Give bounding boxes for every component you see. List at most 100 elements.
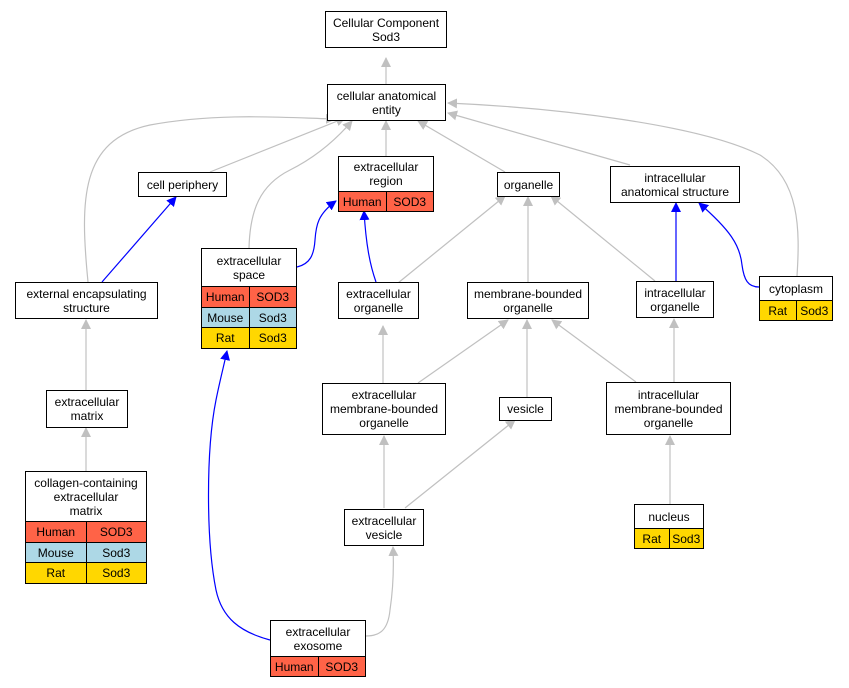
gene-cell: Sod3 — [795, 301, 833, 320]
gene-cell: SOD3 — [85, 522, 147, 542]
node-label: membrane-bounded — [329, 402, 439, 416]
node-cell-periphery[interactable]: cell periphery — [138, 172, 227, 197]
node-label: organelle — [503, 177, 554, 192]
gene-cell: Sod3 — [85, 563, 147, 583]
gene-cell: SOD3 — [248, 287, 297, 307]
node-label: matrix — [69, 503, 103, 518]
node-cytoplasm[interactable]: cytoplasm Rat Sod3 — [759, 276, 833, 321]
species-cell: Human — [342, 194, 382, 209]
species-row-rat: Rat Sod3 — [202, 327, 296, 348]
edge-cyto-cae — [447, 98, 799, 277]
node-label: region — [369, 174, 403, 188]
node-label: matrix — [70, 409, 104, 423]
species-cell: Human — [205, 290, 245, 304]
node-label: membrane-bounded — [614, 401, 723, 416]
node-label: extracellular — [285, 624, 351, 639]
edge-exspace-exreg — [296, 200, 337, 268]
node-label: organelle — [643, 415, 694, 430]
gene-cell: Sod3 — [248, 308, 297, 327]
node-label: organelle — [650, 299, 700, 314]
node-label: collagen-containing — [34, 475, 138, 490]
node-label: membrane-bounded — [473, 286, 583, 301]
node-label: vesicle — [507, 402, 544, 416]
edge-organelle-cae — [417, 120, 506, 173]
node-nucleus[interactable]: nucleus Rat Sod3 — [634, 504, 704, 549]
node-organelle[interactable]: organelle — [497, 172, 560, 197]
node-label: space — [232, 267, 265, 282]
gene-cell: SOD3 — [317, 657, 366, 676]
edge-exves-vesicle — [404, 419, 516, 509]
node-label: Cellular Component — [332, 15, 440, 30]
node-label: organelle — [359, 416, 409, 430]
species-cell: Rat — [46, 566, 66, 580]
node-vesicle[interactable]: vesicle — [499, 397, 552, 421]
node-label: structure — [63, 300, 110, 315]
node-label: vesicle — [365, 527, 403, 542]
node-label: anatomical structure — [620, 184, 730, 199]
edge-exorg-exreg — [359, 210, 377, 283]
node-label: extracellular — [351, 388, 417, 402]
node-label: Sod3 — [371, 29, 401, 44]
species-cell: Rat — [642, 531, 662, 546]
species-cell: Mouse — [207, 310, 244, 325]
gene-cell: Sod3 — [85, 543, 147, 562]
node-label: extracellular — [346, 286, 411, 301]
edge-extenc-cae — [83, 113, 336, 283]
node-label: extracellular — [351, 513, 417, 528]
species-row-rat: Rat Sod3 — [635, 528, 703, 548]
node-label: entity — [372, 102, 401, 117]
node-label: cytoplasm — [768, 281, 824, 296]
species-cell: Rat — [215, 331, 235, 345]
species-cell: Rat — [768, 303, 788, 318]
edge-exspace-cae — [248, 120, 353, 249]
species-cell: Mouse — [37, 545, 74, 560]
node-label: organelle — [503, 300, 553, 315]
edge-exosome-exspace — [207, 350, 271, 641]
node-label: cellular anatomical — [336, 88, 437, 103]
species-row-mouse: Mouse Sod3 — [26, 542, 146, 562]
edge-intracell-cae — [447, 110, 631, 166]
edge-exorg-organelle — [397, 195, 506, 284]
node-label: organelle — [353, 300, 404, 315]
edge-exmemb-membound — [417, 319, 509, 384]
edge-exosome-exves — [365, 546, 399, 637]
node-label: nucleus — [648, 509, 690, 524]
species-cell: Human — [274, 659, 314, 674]
edge-cyto-intracell — [698, 202, 760, 288]
gene-cell: Sod3 — [248, 328, 297, 348]
node-label: extracellular — [353, 160, 419, 174]
node-label: intracellular — [644, 170, 706, 185]
edge-intramemb-membound — [551, 319, 637, 383]
gene-cell: Sod3 — [668, 529, 704, 548]
edge-intraorg-organelle — [550, 195, 656, 282]
node-label: intracellular — [644, 285, 706, 300]
gene-cell: SOD3 — [385, 192, 434, 211]
edge-cellper-cae — [209, 116, 346, 173]
node-label: intracellular — [637, 387, 700, 402]
species-row-mouse: Mouse Sod3 — [202, 307, 296, 327]
species-row-rat: Rat Sod3 — [26, 562, 146, 583]
node-label: extracellular — [54, 395, 120, 409]
node-label: extracellular — [216, 253, 282, 268]
edge-extenc-cellper — [101, 196, 177, 283]
